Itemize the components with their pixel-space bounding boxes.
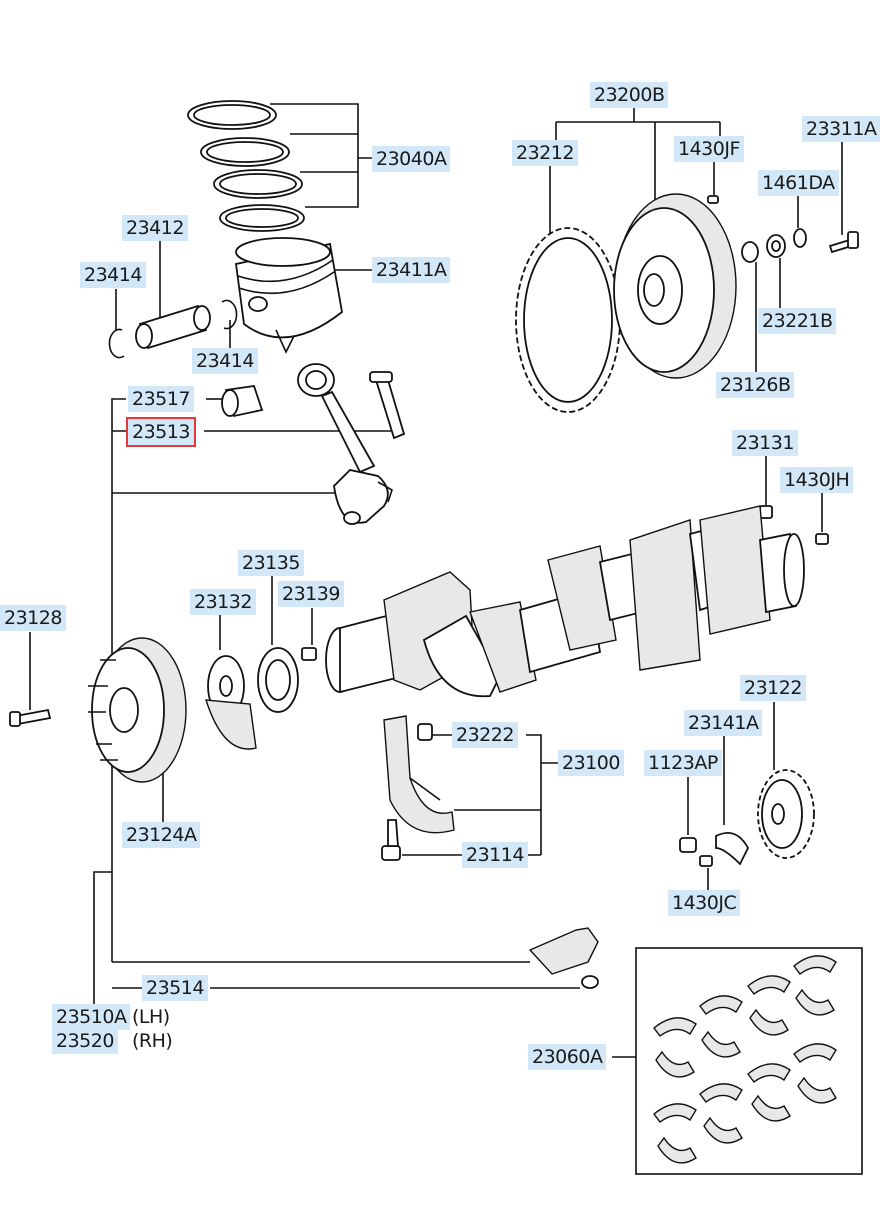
- ring-gear[interactable]: [515, 227, 621, 413]
- part-label-23100[interactable]: 23100: [558, 750, 624, 776]
- part-label-23517[interactable]: 23517: [128, 386, 194, 412]
- main-bearing-cap[interactable]: [383, 715, 455, 834]
- snap-ring-right[interactable]: [221, 299, 238, 330]
- crank-bolt[interactable]: [9, 708, 52, 727]
- part-label-23212[interactable]: 23212: [512, 140, 578, 166]
- part-label-1123ap[interactable]: 1123AP: [644, 750, 722, 776]
- key-23139[interactable]: [301, 647, 317, 661]
- part-label-23200b[interactable]: 23200B: [590, 82, 669, 108]
- part-label-23411a[interactable]: 23411A: [372, 257, 451, 283]
- snap-ring-left[interactable]: [108, 328, 125, 359]
- sprocket-23122[interactable]: [757, 769, 815, 859]
- part-label-23414-left[interactable]: 23414: [80, 262, 146, 288]
- part-label-23122[interactable]: 23122: [740, 675, 806, 701]
- bearing-cap-nut-23222[interactable]: [417, 723, 433, 741]
- part-label-23135[interactable]: 23135: [238, 550, 304, 576]
- part-label-1430jc[interactable]: 1430JC: [668, 890, 741, 916]
- part-label-1461da[interactable]: 1461DA: [758, 170, 839, 196]
- part-label-23139[interactable]: 23139: [278, 581, 344, 607]
- spacer-23141a[interactable]: [715, 832, 750, 866]
- oil-seal-23135[interactable]: [257, 647, 299, 713]
- retaining-ring-1461da[interactable]: [793, 228, 807, 248]
- connecting-rod[interactable]: [297, 363, 393, 525]
- part-label-23124a[interactable]: 23124A: [122, 822, 201, 848]
- part-label-23131[interactable]: 23131: [732, 430, 798, 456]
- flywheel-bolt[interactable]: [828, 231, 860, 254]
- bolt-1123ap[interactable]: [679, 837, 697, 853]
- part-label-23414-right[interactable]: 23414: [192, 348, 258, 374]
- suffix-lh: (LH): [132, 1006, 170, 1028]
- key-23131[interactable]: [759, 505, 773, 519]
- suffix-rh: (RH): [132, 1030, 173, 1052]
- part-label-23412[interactable]: 23412: [122, 215, 188, 241]
- piston[interactable]: [234, 237, 343, 354]
- pilot-bushing[interactable]: [741, 234, 786, 263]
- part-label-1430jf[interactable]: 1430JF: [674, 136, 744, 162]
- part-label-23040a[interactable]: 23040A: [372, 146, 451, 172]
- part-label-23141a[interactable]: 23141A: [684, 710, 763, 736]
- part-label-1430jh[interactable]: 1430JH: [780, 467, 854, 493]
- part-label-23114[interactable]: 23114: [462, 842, 528, 868]
- rod-bolt[interactable]: [369, 371, 406, 440]
- crank-pulley[interactable]: [88, 637, 187, 783]
- bearing-cap-bolt[interactable]: [381, 819, 401, 861]
- part-label-23221b[interactable]: 23221B: [758, 308, 837, 334]
- part-label-23060a[interactable]: 23060A: [528, 1044, 607, 1070]
- pin-1430jc[interactable]: [699, 855, 713, 867]
- rod-bushing[interactable]: [221, 385, 264, 418]
- flywheel[interactable]: [613, 193, 737, 379]
- part-label-23513-selected[interactable]: 23513: [126, 417, 196, 447]
- main-bearing-set[interactable]: [635, 947, 863, 1175]
- dowel-pin-1430jh[interactable]: [815, 533, 829, 545]
- conrod-bearing[interactable]: [528, 927, 599, 975]
- conrod-bearing-23514[interactable]: [581, 975, 599, 989]
- piston-pin[interactable]: [135, 304, 211, 350]
- part-label-23128[interactable]: 23128: [0, 605, 66, 631]
- part-label-23222[interactable]: 23222: [452, 722, 518, 748]
- part-label-23311a[interactable]: 23311A: [802, 116, 881, 142]
- piston-rings[interactable]: [187, 100, 305, 232]
- part-label-23514[interactable]: 23514: [142, 975, 208, 1001]
- part-label-23510a[interactable]: 23510A: [52, 1004, 131, 1030]
- part-label-23520[interactable]: 23520: [52, 1028, 118, 1054]
- dowel-pin-1430jf[interactable]: [707, 195, 719, 204]
- timing-sprocket-23132[interactable]: [205, 655, 257, 750]
- crankshaft[interactable]: [325, 505, 805, 698]
- part-label-23132[interactable]: 23132: [190, 589, 256, 615]
- leader-lines: [29, 103, 843, 1058]
- part-label-23126b[interactable]: 23126B: [716, 372, 795, 398]
